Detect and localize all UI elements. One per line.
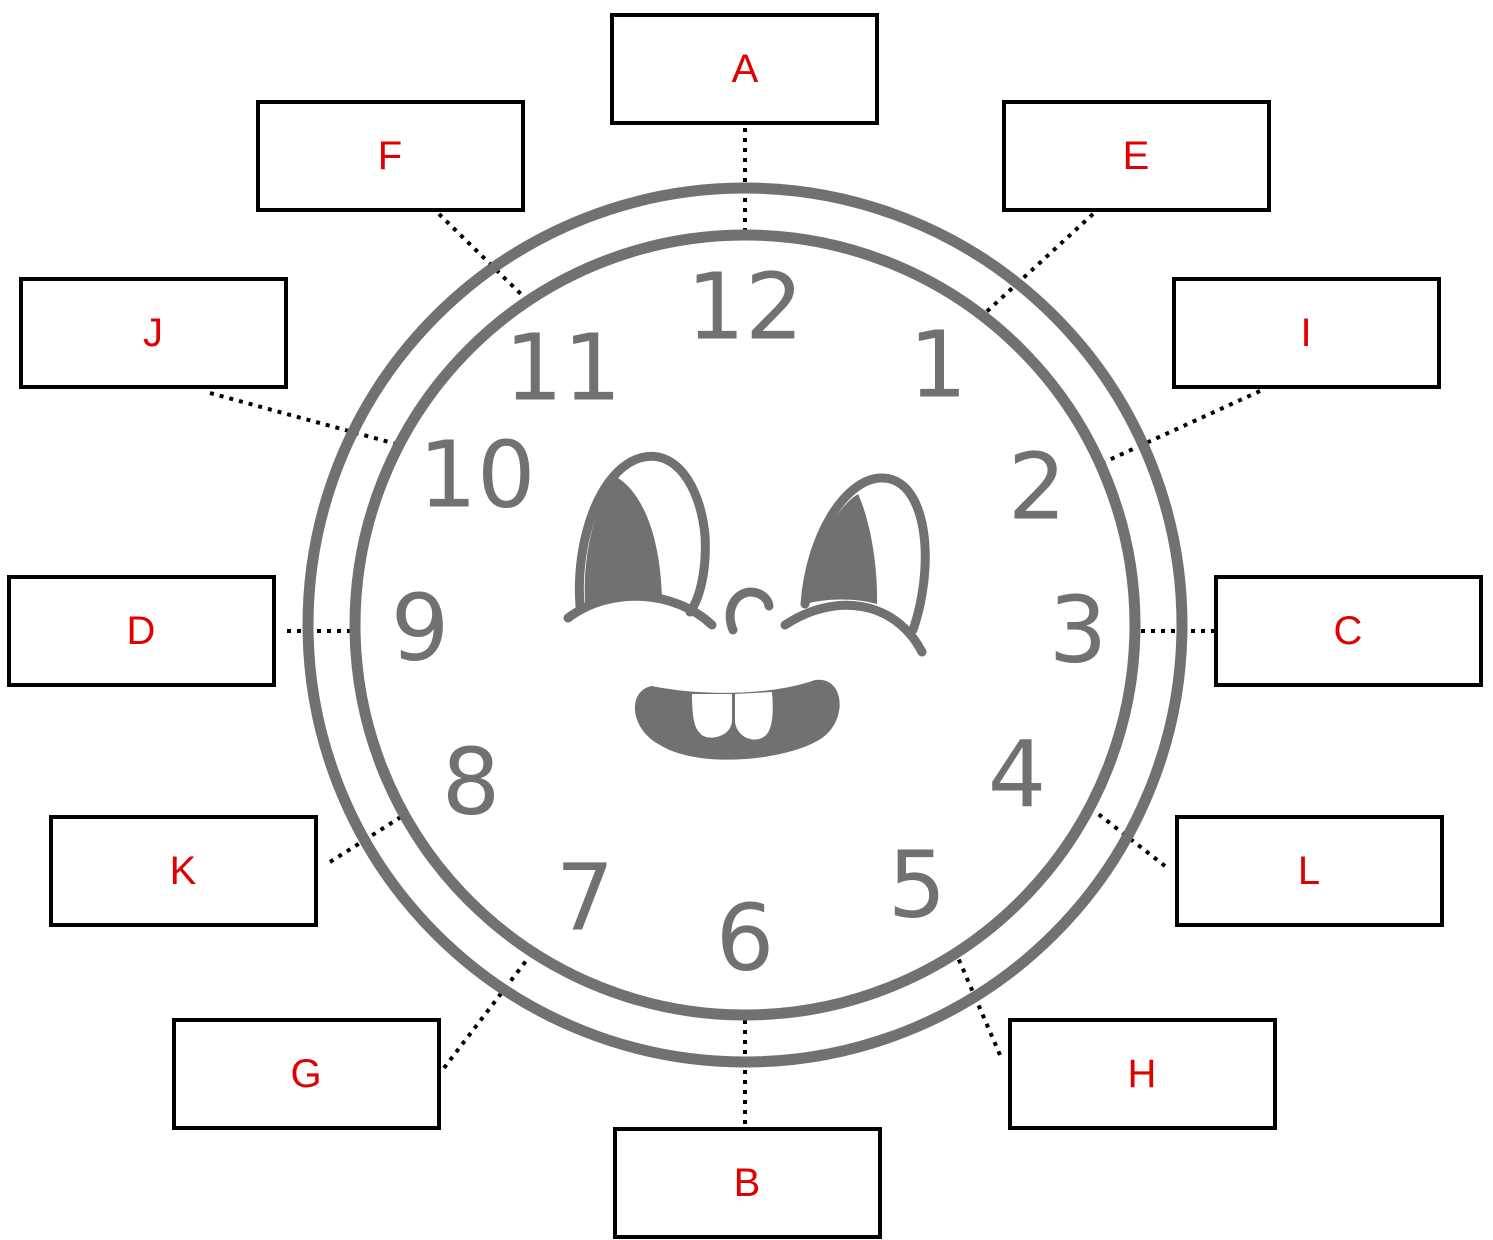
label-box-c[interactable]: C xyxy=(1216,577,1481,685)
right-eye xyxy=(785,478,925,652)
label-box-a[interactable]: A xyxy=(612,15,877,123)
label-box-e[interactable]: E xyxy=(1004,102,1269,210)
label-e-text: E xyxy=(1123,134,1150,178)
clock-number-6: 6 xyxy=(716,885,775,992)
tooth-right xyxy=(735,692,773,740)
label-box-l[interactable]: L xyxy=(1177,817,1442,925)
label-box-h[interactable]: H xyxy=(1010,1020,1275,1128)
clock-face-smile xyxy=(568,456,925,759)
label-l-text: L xyxy=(1298,849,1320,893)
label-box-j[interactable]: J xyxy=(21,279,286,387)
label-j-text: J xyxy=(143,311,163,355)
clock-numbers: 12 1 2 3 4 5 6 7 8 9 10 11 xyxy=(391,254,1108,992)
label-f-text: F xyxy=(378,134,402,178)
left-eye xyxy=(568,456,712,625)
label-box-k[interactable]: K xyxy=(51,817,316,925)
clock-number-10: 10 xyxy=(418,422,535,529)
label-d-text: D xyxy=(127,609,156,653)
label-box-g[interactable]: G xyxy=(174,1020,439,1128)
clock-number-2: 2 xyxy=(1008,434,1067,541)
mouth xyxy=(635,680,840,760)
label-box-f[interactable]: F xyxy=(258,102,523,210)
label-c-text: C xyxy=(1334,609,1363,653)
label-a-text: A xyxy=(732,47,759,91)
clock-number-12: 12 xyxy=(686,254,803,361)
label-box-b[interactable]: B xyxy=(615,1129,880,1237)
clock-number-8: 8 xyxy=(442,729,501,836)
right-eye-lid xyxy=(785,605,922,652)
clock-number-3: 3 xyxy=(1049,577,1108,684)
label-b-text: B xyxy=(734,1161,761,1205)
clock-number-4: 4 xyxy=(988,722,1047,829)
clock-number-7: 7 xyxy=(556,845,615,952)
nose xyxy=(730,592,769,630)
clock-number-11: 11 xyxy=(504,315,621,422)
label-box-i[interactable]: I xyxy=(1174,279,1439,387)
label-k-text: K xyxy=(170,849,197,893)
clock-number-5: 5 xyxy=(888,832,947,939)
label-i-text: I xyxy=(1300,311,1311,355)
clock-number-9: 9 xyxy=(391,575,450,682)
label-h-text: H xyxy=(1128,1052,1157,1096)
label-box-d[interactable]: D xyxy=(9,577,274,685)
label-g-text: G xyxy=(290,1052,321,1096)
clock-number-1: 1 xyxy=(909,312,968,419)
